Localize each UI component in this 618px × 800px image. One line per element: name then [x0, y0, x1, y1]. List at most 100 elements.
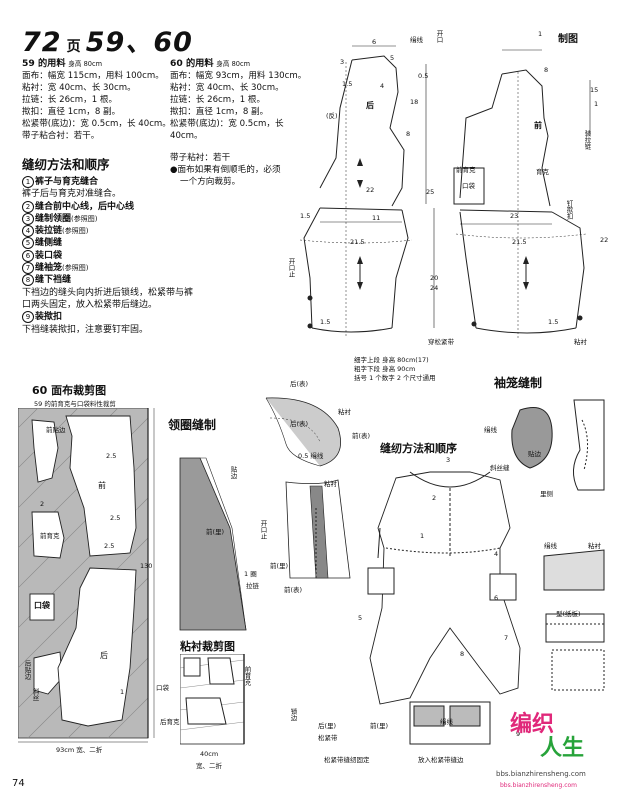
step-number: 7 [22, 262, 34, 275]
step-desc: 裤子后与育克对准缝合。 [22, 189, 122, 200]
mat59-line: 带子粘合衬：若干。 [22, 131, 100, 141]
draft-label: 育克 [536, 168, 549, 176]
cut60-title: 60 面布裁剪图 [32, 384, 107, 397]
method2-label: 后(里) [318, 722, 337, 730]
draft-label: 穿松紧带 [428, 338, 454, 346]
mat60-note: 一个方向裁剪。 [180, 177, 241, 187]
method2-label: 前(里) [370, 722, 389, 730]
step-number: 9 [22, 311, 34, 324]
method2-num: 5 [358, 614, 363, 622]
mat60-height: 身高 80cm [216, 60, 251, 68]
draft-dim: 22 [600, 236, 609, 244]
mat60-line: 粘衬：宽 40cm、长 30cm。 [170, 83, 284, 93]
draft-note: 括号 1 个数字 2 个尺寸通用 [354, 374, 436, 382]
method2-num: 7 [504, 634, 509, 642]
draft-dim: 1.5 [548, 318, 559, 326]
collar-label: 后(表) [290, 380, 309, 388]
mat60-line: 揿扣：直径 1cm，8 副。 [170, 107, 269, 117]
step-number: 3 [22, 212, 34, 225]
collar-label: 前(里) [206, 528, 225, 536]
draft-label: 后 [366, 101, 374, 110]
draft-dim: 1.5 [320, 318, 331, 326]
step-number: 4 [22, 225, 34, 238]
method2-num: 9 [516, 730, 521, 738]
method2-num: 8 [460, 650, 465, 658]
cuff-label: 斜丝缝 [490, 464, 510, 472]
method2-num: 3 [446, 456, 451, 464]
method2-num: 2 [432, 494, 437, 502]
interfacing-label: 前育克 [243, 666, 251, 686]
method2-label: 缉线 [440, 718, 453, 726]
page-header: 72 页 59、60 [22, 20, 193, 59]
interfacing-width: 40cm [200, 750, 219, 758]
page-number: 74 [12, 778, 25, 789]
draft-dim: 11 [372, 214, 381, 222]
header-range: 59、60 [85, 27, 193, 58]
step-number: 8 [22, 274, 34, 287]
cut-label: 后贴边 [23, 660, 31, 680]
step-number: 1 [22, 176, 34, 188]
interfacing-label: 后育克 [160, 718, 180, 726]
interfacing-label: 口袋 [156, 684, 169, 692]
interfacing-title: 粘衬裁剪图 [180, 640, 235, 653]
draft-dim: 1.5 [300, 212, 311, 220]
draft-label: 开口止 [287, 258, 295, 278]
cut-label: 2.5 [106, 452, 117, 460]
draft-dim: 4 [380, 82, 385, 90]
cutting-diagram [18, 408, 155, 743]
step-title: 缝侧缝 [35, 238, 63, 249]
step-number: 5 [22, 237, 34, 250]
cut-label: 2 [40, 500, 45, 508]
cut-width: 93cm 宽、二折 [56, 746, 103, 754]
collar-label: 粘衬 [338, 408, 351, 416]
draft-note: 细字上段 身高 80cm(17) [354, 356, 429, 364]
mat59-height: 身高 80cm [68, 60, 103, 68]
step-title: 裤子与育克缝合 [35, 177, 99, 187]
draft-dim: 1.5 [342, 80, 353, 88]
cuff-label: 里侧 [540, 490, 553, 498]
mat60-line: 拉链：长 26cm，1 根。 [170, 95, 266, 105]
garment-diagram [367, 471, 521, 745]
step-title: 装拉链 [35, 226, 63, 237]
step-ref: (参照图) [62, 227, 89, 236]
draft-dim: 20 [430, 274, 439, 282]
draft-label: 钉揿扣 [565, 200, 573, 220]
collar-label: 后(表) [290, 420, 309, 428]
draft-dim: 3 [340, 58, 345, 66]
draft-label: 开口 [435, 30, 443, 43]
collar-label: 前(表) [352, 432, 371, 440]
collar-label: 开口止 [259, 520, 267, 540]
cut-label: 前 [98, 481, 106, 490]
draft-dim: 5 [390, 54, 395, 62]
draft-label: 口袋 [462, 182, 475, 190]
cut-label: 前育克 [40, 532, 60, 540]
cut-label: 2.5 [110, 514, 121, 522]
mat59-line: 松紧带(底边)：宽 0.5cm，长 40cm。 [22, 119, 171, 129]
cuff-label: 粘衬 [588, 542, 601, 550]
cut-label: 前贴边 [46, 426, 66, 434]
draft-dim: 21.5 [350, 238, 365, 246]
cuff-diagram [511, 399, 605, 691]
watermark-url: bbs.bianzhirensheng.com [496, 770, 586, 778]
draft-dim: 8 [544, 66, 549, 74]
draft-label: 前育克 [456, 166, 476, 174]
draft-dim: 21.5 [512, 238, 527, 246]
step-title: 缝制领圈 [35, 213, 72, 224]
step-ref: (参照图) [71, 214, 98, 223]
draft-dim: 23 [510, 212, 519, 220]
method2-num: 1 [420, 532, 425, 540]
mat59-title: 59 的用料 [22, 58, 66, 69]
cut-label: 1 [120, 688, 125, 696]
mat60-line: 40cm。 [170, 131, 203, 141]
cuff-label: 型(纸板) [556, 610, 581, 618]
method2-title: 缝纫方法和顺序 [380, 442, 457, 455]
step-number: 2 [22, 200, 34, 213]
step-title: 装口袋 [35, 250, 63, 261]
draft-label: (反) [326, 112, 338, 120]
step-title: 缝袖笼 [35, 263, 63, 274]
cut-label: 2.5 [104, 542, 115, 550]
draft-title: 制图 [558, 34, 578, 45]
cuff-label: 缉线 [484, 426, 497, 434]
mat59-line: 揿扣：直径 1cm，8 副。 [22, 107, 121, 117]
draft-dim: 8 [406, 130, 411, 138]
